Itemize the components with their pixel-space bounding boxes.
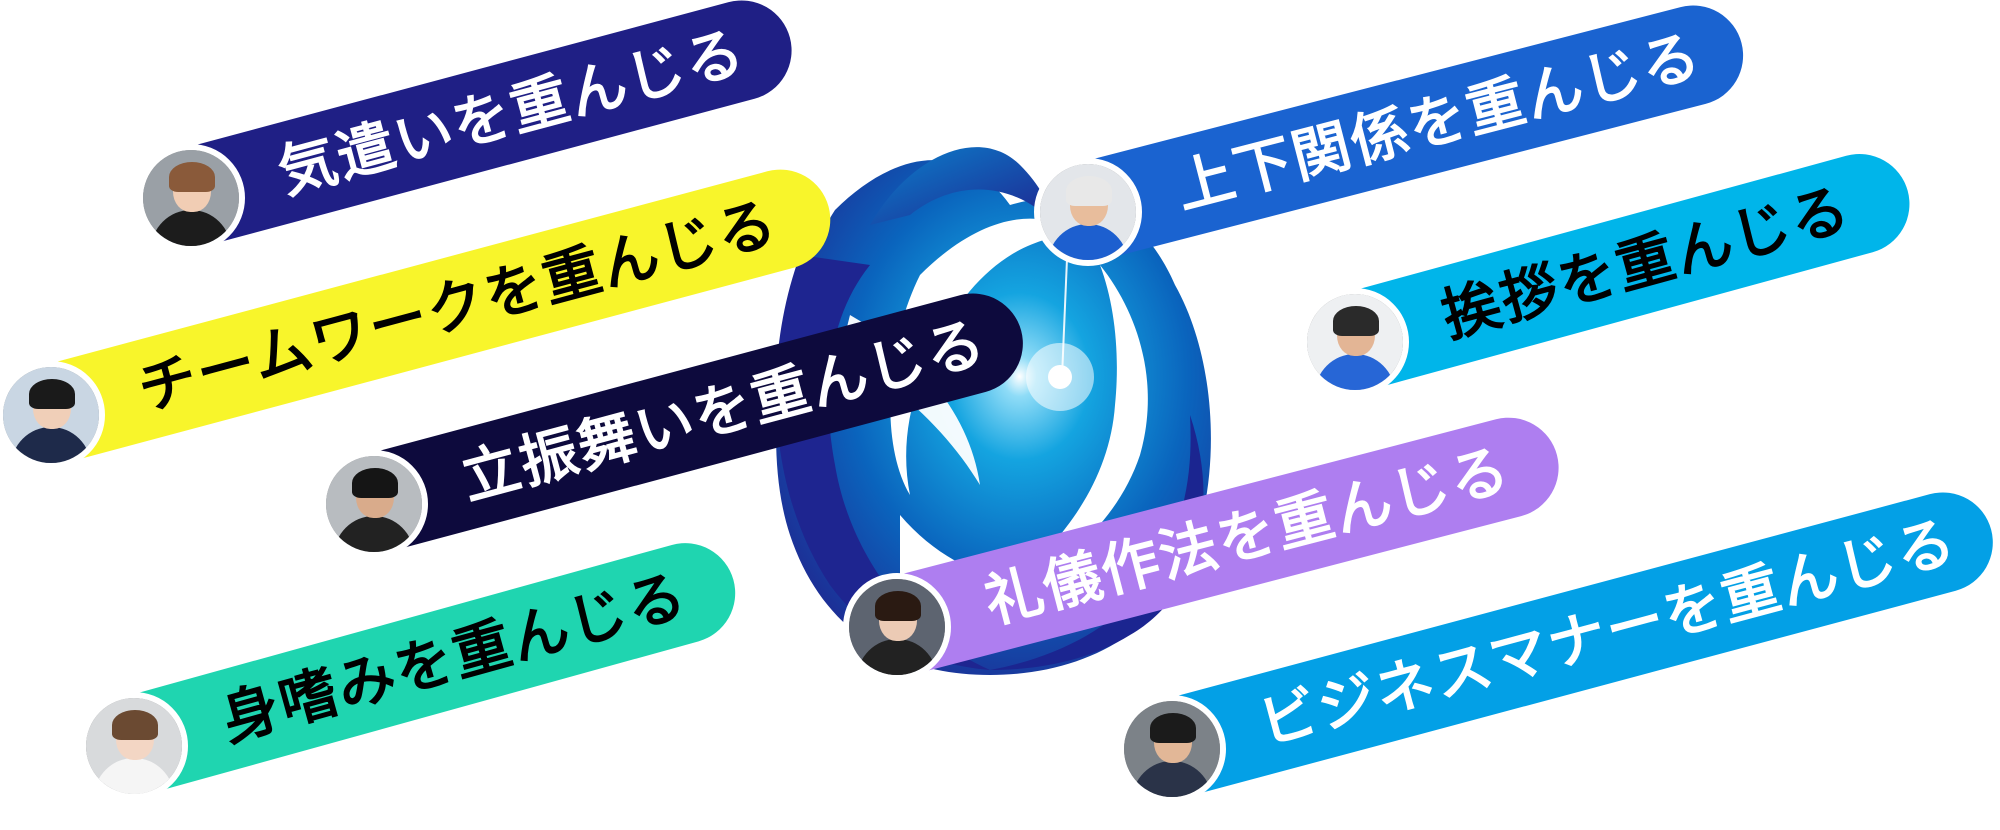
person-photo-icon [1034, 158, 1142, 266]
person-photo-icon [1118, 695, 1226, 803]
pill-bar: 身嗜みを重んじる [120, 531, 747, 795]
person-photo-icon [80, 692, 188, 800]
pill-midashinami: 身嗜みを重んじる [80, 531, 747, 800]
pill-aisatsu: 挨拶を重んじる [1301, 142, 1921, 396]
pill-label: 上下関係を重んじる [1168, 20, 1709, 222]
pill-label: 身嗜みを重んじる [213, 560, 695, 755]
person-photo-icon [0, 361, 106, 469]
values-graphic: 気遣いを重んじる チームワークを重んじる 立振舞いを重んじる 身嗜みを重んじる [0, 0, 2000, 803]
person-photo-icon [320, 450, 428, 558]
pill-label: 挨拶を重んじる [1434, 174, 1858, 351]
person-photo-icon [1301, 288, 1409, 396]
person-photo-icon [843, 573, 951, 681]
pill-bar: 挨拶を重んじる [1341, 142, 1921, 391]
pill-label: 気遣いを重んじる [271, 17, 753, 208]
person-photo-icon [137, 144, 245, 252]
